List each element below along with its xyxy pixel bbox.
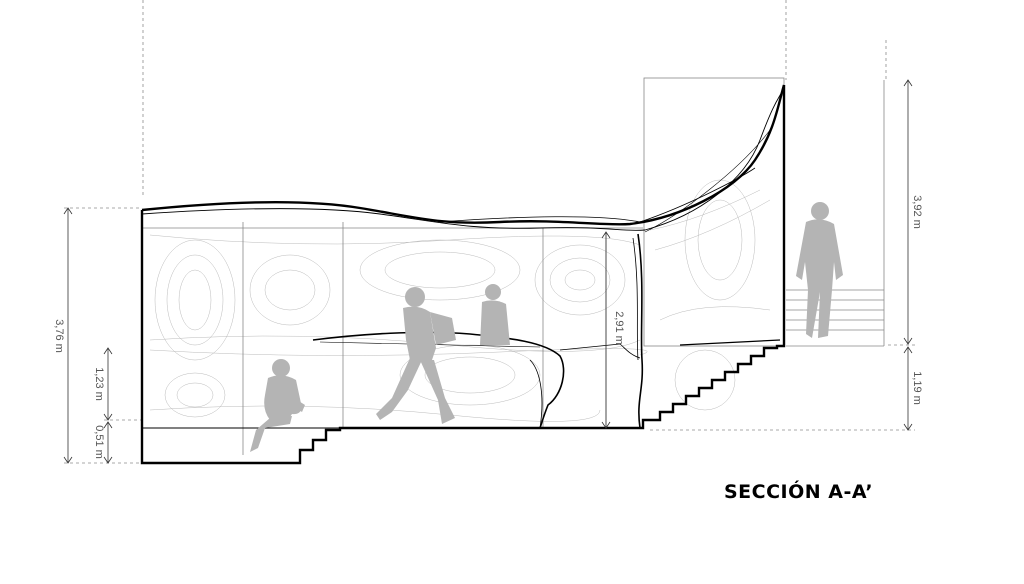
walking-person-figure: [376, 287, 456, 424]
dimension-upper-height-right: 3,92 m: [911, 195, 923, 229]
human-figures: [250, 202, 843, 452]
section-outline: [140, 85, 786, 465]
seated-person-figure: [250, 359, 305, 452]
reference-lines: [64, 0, 915, 464]
dimension-total-height-left: 3,76 m: [53, 319, 65, 353]
dimension-lines: [63, 79, 913, 464]
standing-person-figure: [480, 284, 510, 345]
dimension-step-height: 0,51 m: [93, 425, 105, 459]
dimension-bench-height: 1,23 m: [93, 367, 105, 401]
platform-person-figure: [796, 202, 843, 338]
dimension-lower-height-right: 1,19 m: [911, 371, 923, 405]
dimension-interior-height: 2,91 m: [613, 311, 625, 345]
bench: [312, 331, 641, 429]
roof-surface: [141, 84, 786, 233]
section-title: SECCIÓN A-A’: [724, 481, 874, 503]
